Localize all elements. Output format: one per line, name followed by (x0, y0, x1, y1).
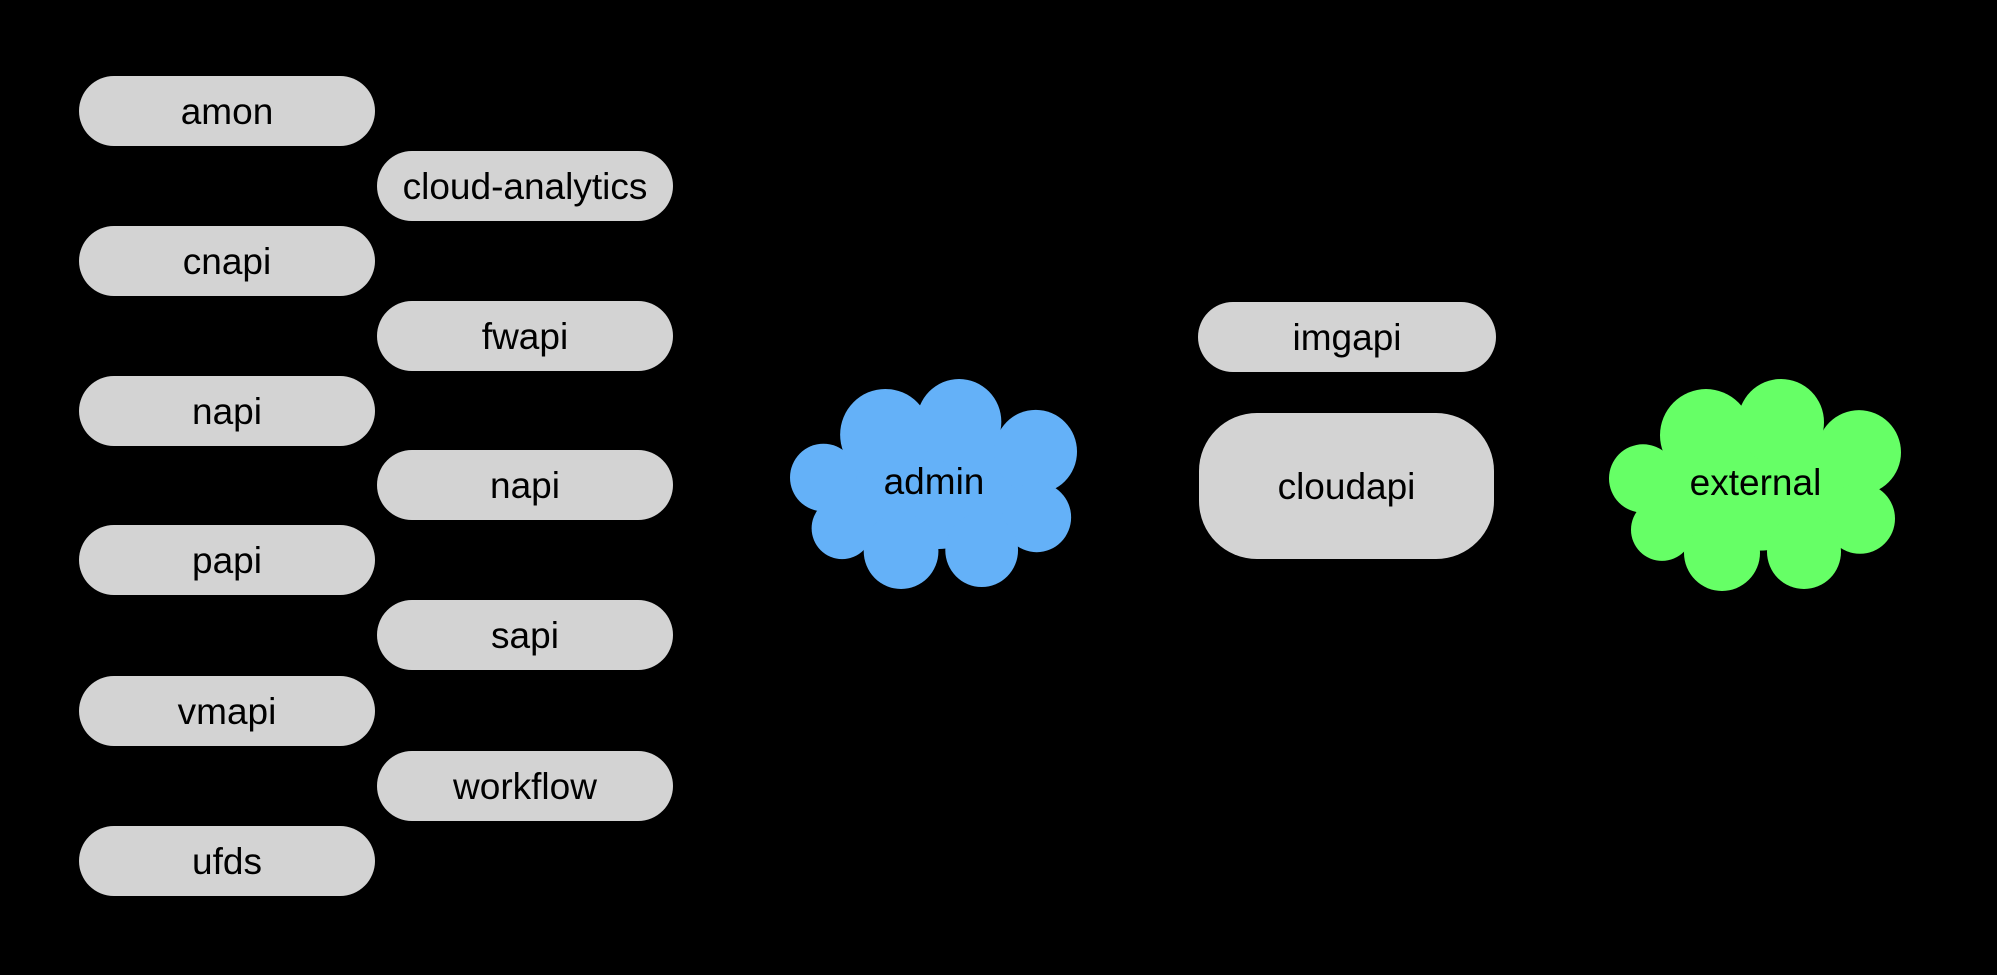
node-cloudapi: cloudapi (1199, 413, 1494, 559)
node-workflow: workflow (377, 751, 673, 821)
node-cloud-analytics: cloud-analytics (377, 151, 673, 221)
node-amon: amon (79, 76, 375, 146)
node-cloudapi-label: cloudapi (1277, 465, 1416, 507)
node-cnapi: cnapi (79, 226, 375, 296)
cloud-shape (790, 378, 1078, 590)
node-cloud-analytics-label: cloud-analytics (402, 165, 648, 207)
node-napi-mid-label: napi (490, 464, 560, 506)
node-ufds-label: ufds (192, 840, 262, 882)
cloud-shape (1609, 379, 1901, 591)
node-fwapi: fwapi (377, 301, 673, 371)
node-papi-label: papi (192, 539, 262, 581)
node-napi-left: napi (79, 376, 375, 446)
node-vmapi: vmapi (79, 676, 375, 746)
node-external-label: external (1689, 462, 1822, 503)
node-imgapi-label: imgapi (1292, 316, 1402, 358)
node-imgapi: imgapi (1198, 302, 1496, 372)
node-sapi: sapi (377, 600, 673, 670)
node-amon-label: amon (180, 90, 274, 132)
node-admin: admin (790, 378, 1078, 593)
cloud-icon (790, 378, 1078, 590)
node-ufds: ufds (79, 826, 375, 896)
node-workflow-label: workflow (453, 765, 597, 807)
node-napi-mid: napi (377, 450, 673, 520)
node-papi: papi (79, 525, 375, 595)
node-admin-label: admin (883, 461, 985, 502)
node-cnapi-label: cnapi (182, 240, 272, 282)
node-external: external (1609, 378, 1902, 595)
node-vmapi-label: vmapi (177, 690, 277, 732)
node-napi-left-label: napi (192, 390, 262, 432)
node-sapi-label: sapi (491, 614, 559, 656)
node-fwapi-label: fwapi (481, 315, 569, 357)
cloud-icon (1609, 379, 1901, 591)
